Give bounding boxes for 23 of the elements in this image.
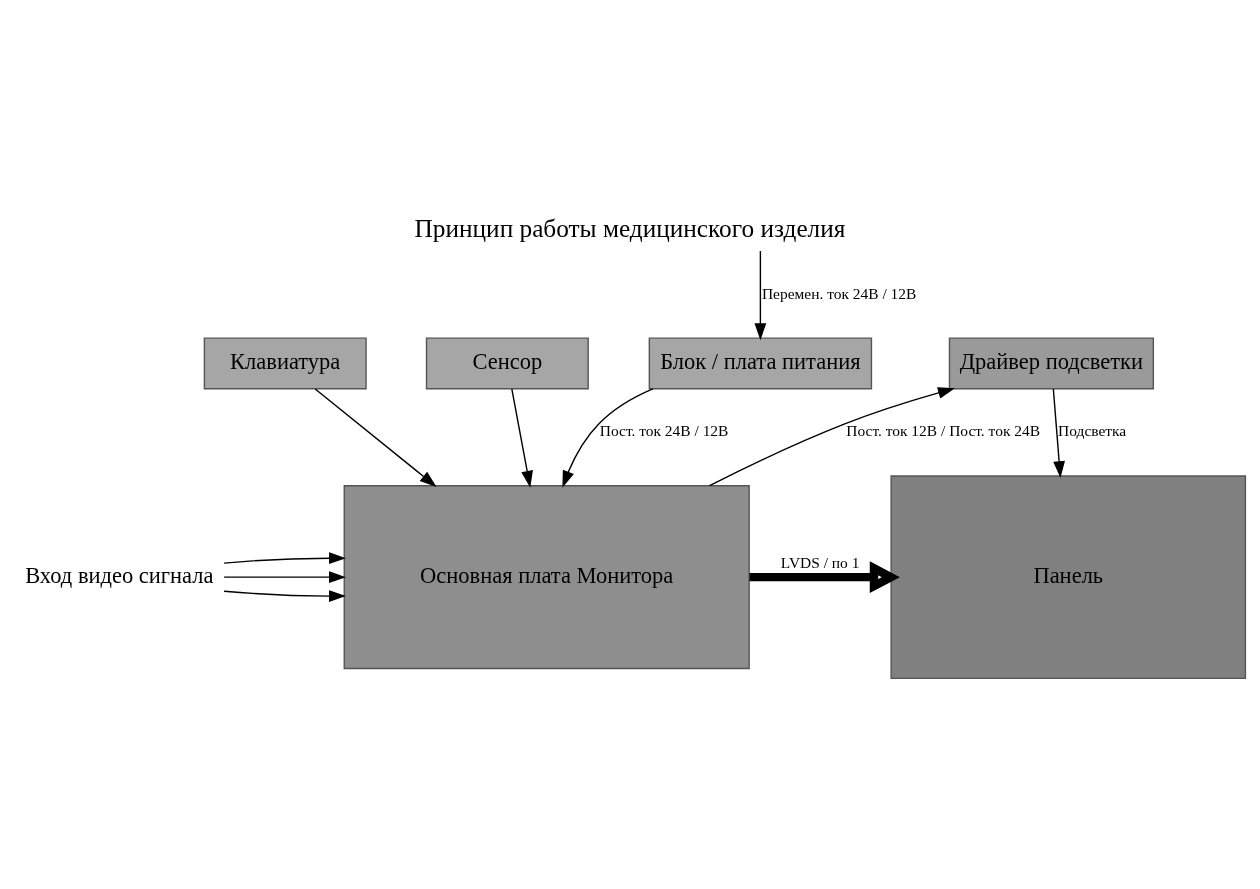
arrow xyxy=(223,590,346,603)
node-box: Блок / плата питания xyxy=(648,337,873,390)
arrow xyxy=(1052,388,1065,478)
edge-label: Пост. ток 24В / 12В xyxy=(599,422,729,440)
node-text: Вход видео сигнала xyxy=(25,562,214,588)
node-box: Драйвер подсветки xyxy=(948,337,1155,390)
edge-label: LVDS / по 1 xyxy=(780,554,860,572)
node-box: Сенсор xyxy=(425,337,589,390)
arrow xyxy=(562,388,654,488)
node-box: Основная плата Монитора xyxy=(343,485,750,670)
node-box: Панель xyxy=(890,475,1247,680)
arrow xyxy=(314,388,437,487)
arrow xyxy=(708,387,955,487)
diagram-title: Принцип работы медицинского изделия xyxy=(414,213,846,242)
edge-label: Перемен. ток 24В / 12В xyxy=(761,284,917,302)
arrow xyxy=(749,561,900,593)
arrow xyxy=(754,250,767,341)
edge-label: Пост. ток 12В / Пост. ток 24В xyxy=(846,422,1041,440)
edge-label: Подсветка xyxy=(1058,422,1127,440)
arrow xyxy=(223,552,346,565)
node-box: Клавиатура xyxy=(203,337,367,390)
arrow xyxy=(223,571,346,584)
arrow xyxy=(511,388,533,488)
